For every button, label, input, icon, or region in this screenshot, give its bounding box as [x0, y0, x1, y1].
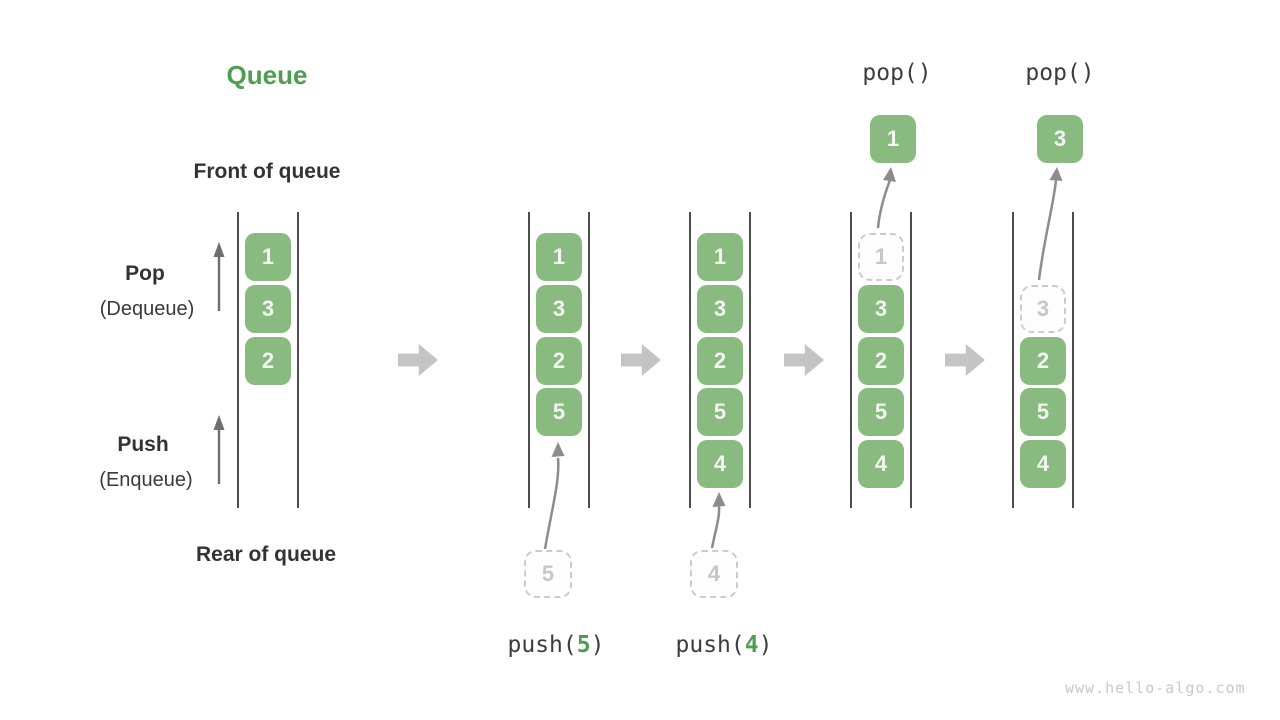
queue-wall [1012, 212, 1014, 508]
cell-value: 5 [713, 399, 727, 424]
step-arrow-icon [945, 344, 985, 376]
queue-cell: 4 [697, 440, 743, 488]
cell-value: 3 [1036, 296, 1050, 321]
enqueue-direction-arrow-icon [213, 415, 225, 484]
queue-cell: 3 [245, 285, 291, 333]
queue-cell: 2 [536, 337, 582, 385]
push-label: Push [117, 433, 169, 456]
queue-cell: 5 [697, 388, 743, 436]
queue-wall [297, 212, 299, 508]
op-arg: 5 [576, 632, 591, 658]
cell-value: 2 [874, 348, 888, 373]
cell-value: 2 [1036, 348, 1050, 373]
queue-wall [689, 212, 691, 508]
cell-value: 3 [874, 296, 888, 321]
cell-value: 5 [552, 399, 566, 424]
cell-value: 5 [1036, 399, 1050, 424]
cell-value: 1 [261, 244, 275, 269]
queue-wall [528, 212, 530, 508]
queue-cell: 2 [245, 337, 291, 385]
diagram-title: Queue [226, 60, 308, 90]
op-text: ) [758, 632, 773, 658]
pop-label: Pop [125, 262, 165, 285]
queue-wall [588, 212, 590, 508]
cell-value: 1 [713, 244, 727, 269]
pop-operation-label: pop() [862, 60, 932, 86]
cell-value: 1 [874, 244, 888, 269]
op-text: push( [507, 632, 577, 658]
step-arrow-icon [621, 344, 661, 376]
queue-wall [910, 212, 912, 508]
push-arrow-icon [710, 492, 726, 549]
cell-value: 4 [707, 561, 721, 586]
queue-cell: 4 [1020, 440, 1066, 488]
push-operation-label: push(4) [676, 632, 773, 658]
queue-wall [850, 212, 852, 508]
queue-cell: 3 [858, 285, 904, 333]
queue-cell: 5 [1020, 388, 1066, 436]
op-text: push( [675, 632, 745, 658]
dequeue-direction-arrow-icon [213, 242, 225, 311]
cell-value: 3 [552, 296, 566, 321]
pop-arrow-icon [876, 167, 896, 229]
pop-arrow-icon [1037, 167, 1063, 281]
queue-cell: 5 [536, 388, 582, 436]
cell-value: 4 [713, 451, 727, 476]
queue-cell: 4 [858, 440, 904, 488]
cell-value: 1 [552, 244, 566, 269]
queue-cell: 3 [536, 285, 582, 333]
pop-operation-label: pop() [1025, 60, 1095, 86]
rear-of-queue-label: Rear of queue [195, 543, 337, 566]
cell-value: 2 [713, 348, 727, 373]
popped-value-cell: 3 [1037, 115, 1083, 163]
cell-value: 3 [1053, 126, 1067, 151]
watermark: www.hello-algo.com [1065, 679, 1246, 697]
cell-value: 2 [261, 348, 275, 373]
queue-cell-popped: 1 [858, 233, 904, 281]
cell-value: 3 [713, 296, 727, 321]
cell-value: 5 [874, 399, 888, 424]
step-arrow-icon [784, 344, 824, 376]
cell-value: 2 [552, 348, 566, 373]
push-operation-label: push(5) [508, 632, 605, 658]
queue-cell: 3 [697, 285, 743, 333]
enqueue-label: (Enqueue) [99, 469, 193, 491]
queue-cell: 1 [536, 233, 582, 281]
push-arrow-icon [543, 442, 565, 550]
queue-cell: 2 [1020, 337, 1066, 385]
op-arg: 4 [744, 632, 759, 658]
cell-value: 1 [886, 126, 900, 151]
queue-cell: 2 [697, 337, 743, 385]
cell-value: 4 [1036, 451, 1050, 476]
queue-cell-popped: 3 [1020, 285, 1066, 333]
queue-wall [237, 212, 239, 508]
queue-cell: 1 [245, 233, 291, 281]
queue-wall [1072, 212, 1074, 508]
step-arrow-icon [398, 344, 438, 376]
staged-push-cell: 5 [524, 550, 572, 598]
queue-cell: 2 [858, 337, 904, 385]
popped-value-cell: 1 [870, 115, 916, 163]
cell-value: 4 [874, 451, 888, 476]
queue-wall [749, 212, 751, 508]
cell-value: 3 [261, 296, 275, 321]
queue-cell: 1 [697, 233, 743, 281]
staged-push-cell: 4 [690, 550, 738, 598]
front-of-queue-label: Front of queue [193, 160, 341, 183]
queue-cell: 5 [858, 388, 904, 436]
op-text: ) [590, 632, 605, 658]
dequeue-label: (Dequeue) [99, 298, 195, 320]
cell-value: 5 [541, 561, 555, 586]
